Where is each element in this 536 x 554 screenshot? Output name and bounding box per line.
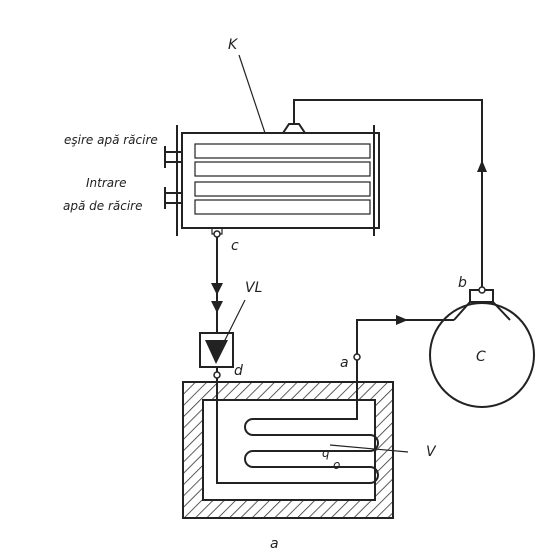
discharge-pipe — [293, 99, 483, 290]
liquid-flow-arrow — [211, 283, 223, 295]
label-q: q — [322, 446, 330, 460]
evaporator-coil — [216, 330, 379, 484]
label-cooling-water-out: eşire apă răcire — [64, 133, 158, 147]
suction-pipe — [356, 319, 454, 330]
discharge-flow-arrow — [477, 160, 487, 172]
caption-a: a — [270, 536, 279, 552]
label-c: c — [231, 238, 239, 254]
evaporator-leader-line — [329, 444, 409, 453]
label-o: o — [333, 458, 340, 472]
cooling-water-inlet-nozzle — [164, 187, 182, 209]
suction-flow-arrow — [396, 315, 408, 325]
point-b-marker — [478, 286, 486, 294]
label-V: V — [426, 444, 437, 460]
expansion-valve — [199, 332, 234, 368]
point-a-marker — [353, 353, 361, 361]
point-c-marker — [213, 230, 221, 238]
label-VL: VL — [245, 280, 262, 296]
cooling-water-outlet-nozzle — [164, 146, 182, 168]
valve-leader-line — [222, 299, 246, 345]
condenser-top-inlet — [281, 123, 307, 134]
label-K: K — [228, 37, 239, 53]
insulated-cold-chamber — [182, 381, 394, 519]
label-a: a — [340, 355, 349, 371]
label-b: b — [458, 275, 467, 291]
point-d-marker — [213, 371, 221, 379]
label-C: C — [476, 349, 486, 365]
condenser — [164, 123, 380, 236]
label-d: d — [234, 363, 243, 379]
condenser-leader-line — [238, 54, 266, 134]
label-cooling-water-in-line1: Intrare — [86, 176, 126, 190]
label-cooling-water-in-line2: apă de răcire — [63, 199, 143, 213]
condenser-tubes — [194, 143, 371, 215]
liquid-flow-arrow-2 — [211, 301, 223, 313]
